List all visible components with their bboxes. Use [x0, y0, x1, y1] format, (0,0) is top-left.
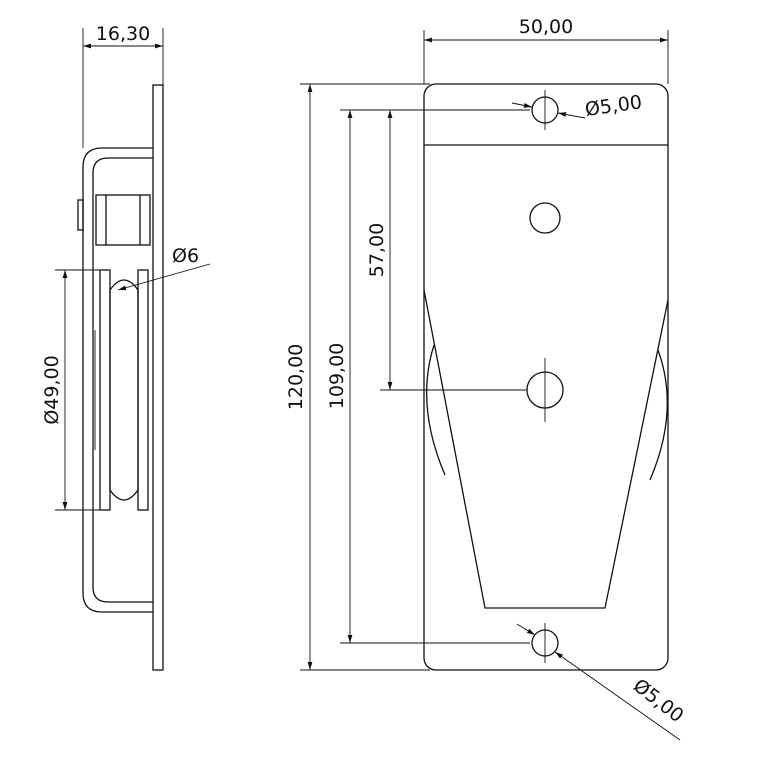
- sheave-edge-left: [426, 344, 446, 476]
- dim-side-thickness: 16,30: [96, 23, 150, 45]
- sheave-groove-bottom: [109, 489, 139, 501]
- rivet-head: [77, 199, 84, 231]
- front-view: 50,00 120,00 109,00 57,00 Ø5,00 Ø5,00: [285, 16, 688, 741]
- sheave-groove-top: [109, 279, 139, 291]
- mounting-plate-front: [423, 83, 669, 671]
- dim-top-hole-diameter: Ø5,00: [584, 91, 644, 121]
- spacer-hole: [529, 202, 561, 234]
- dim-bottom-hole-diameter: Ø5,00: [629, 675, 688, 728]
- dim-hole-spacing: 57,00: [366, 223, 388, 277]
- bracket-inner: [92, 157, 153, 603]
- sheave-edge-right: [649, 349, 668, 481]
- mounting-plate-side: [152, 84, 164, 671]
- dim-width: 50,00: [519, 16, 573, 38]
- side-view: 16,30 Ø49,00 Ø6: [41, 23, 211, 671]
- dim-total-height: 120,00: [285, 344, 307, 410]
- bracket-outer: [82, 147, 153, 613]
- sheave-flange-left: [99, 269, 111, 511]
- dim-rope-diameter: Ø6: [172, 245, 199, 267]
- sheave-flange-right: [137, 269, 149, 511]
- dim-sheave-diameter: Ø49,00: [41, 355, 63, 424]
- cheek-plate: [423, 289, 669, 609]
- dim-mounting-hole-spacing: 109,00: [326, 343, 348, 409]
- spacer-block: [95, 194, 151, 246]
